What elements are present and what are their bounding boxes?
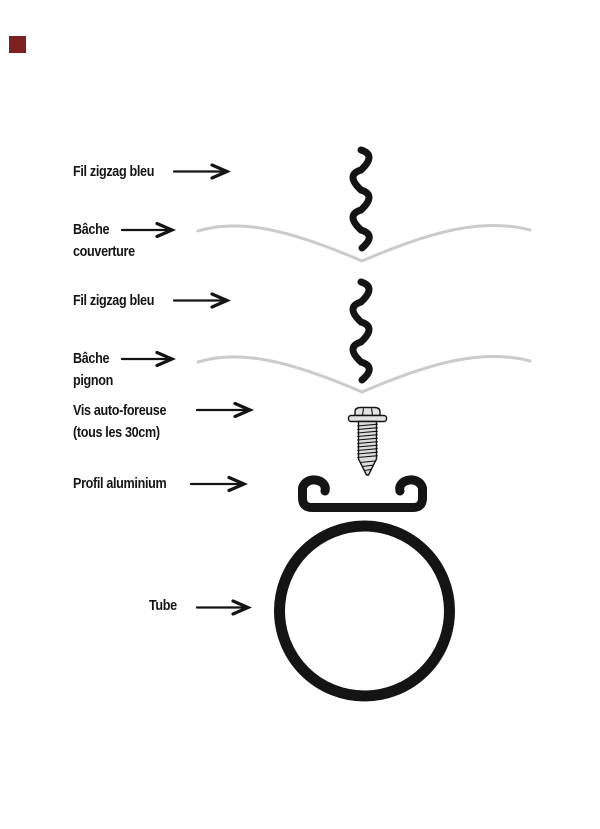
label-vis-auto-foreuse: Vis auto-foreuse (tous les 30cm) <box>73 400 166 444</box>
zigzag-wire-top-icon <box>349 146 373 252</box>
arrow-profil-aluminium <box>189 475 249 493</box>
label-line: pignon <box>73 372 113 389</box>
self-drilling-screw-icon <box>347 406 388 476</box>
label-line: Bâche <box>73 350 110 367</box>
label-bache-couverture: Bâche couverture <box>73 219 135 263</box>
gable-tarp-wave <box>196 354 532 394</box>
label-line: couverture <box>73 243 135 260</box>
screw-head-flange <box>347 414 388 423</box>
label-line: Tube <box>149 597 177 614</box>
brand-mark <box>9 36 26 53</box>
label-line: Vis auto-foreuse <box>73 402 167 419</box>
screw-slot-left <box>361 408 365 416</box>
arrow-fil-zigzag-bleu-bottom <box>172 292 232 309</box>
label-fil-zigzag-bleu-top: Fil zigzag bleu <box>73 161 154 183</box>
label-line: (tous les 30cm) <box>73 424 160 441</box>
arrow-vis-auto-foreuse <box>195 401 255 419</box>
label-line: Fil zigzag bleu <box>73 292 155 309</box>
cover-tarp-wave <box>196 223 532 263</box>
label-line: Profil aluminium <box>73 475 167 492</box>
label-bache-pignon: Bâche pignon <box>73 348 113 392</box>
arrow-fil-zigzag-bleu-top <box>172 163 232 180</box>
aluminium-profile-shape <box>298 475 427 512</box>
screw-head-dome <box>354 406 381 417</box>
arrow-tube <box>195 599 253 616</box>
label-fil-zigzag-bleu-bottom: Fil zigzag bleu <box>73 290 154 312</box>
arrow-bache-pignon <box>120 350 177 368</box>
label-profil-aluminium: Profil aluminium <box>73 473 167 495</box>
label-line: Fil zigzag bleu <box>73 163 155 180</box>
screw-threads <box>357 423 378 472</box>
screw-slot-right <box>370 408 374 416</box>
arrow-bache-couverture <box>120 221 177 239</box>
label-line: Bâche <box>73 221 110 238</box>
tube-circle <box>274 520 455 702</box>
zigzag-wire-bottom-icon <box>349 278 373 384</box>
label-tube: Tube <box>149 595 177 617</box>
